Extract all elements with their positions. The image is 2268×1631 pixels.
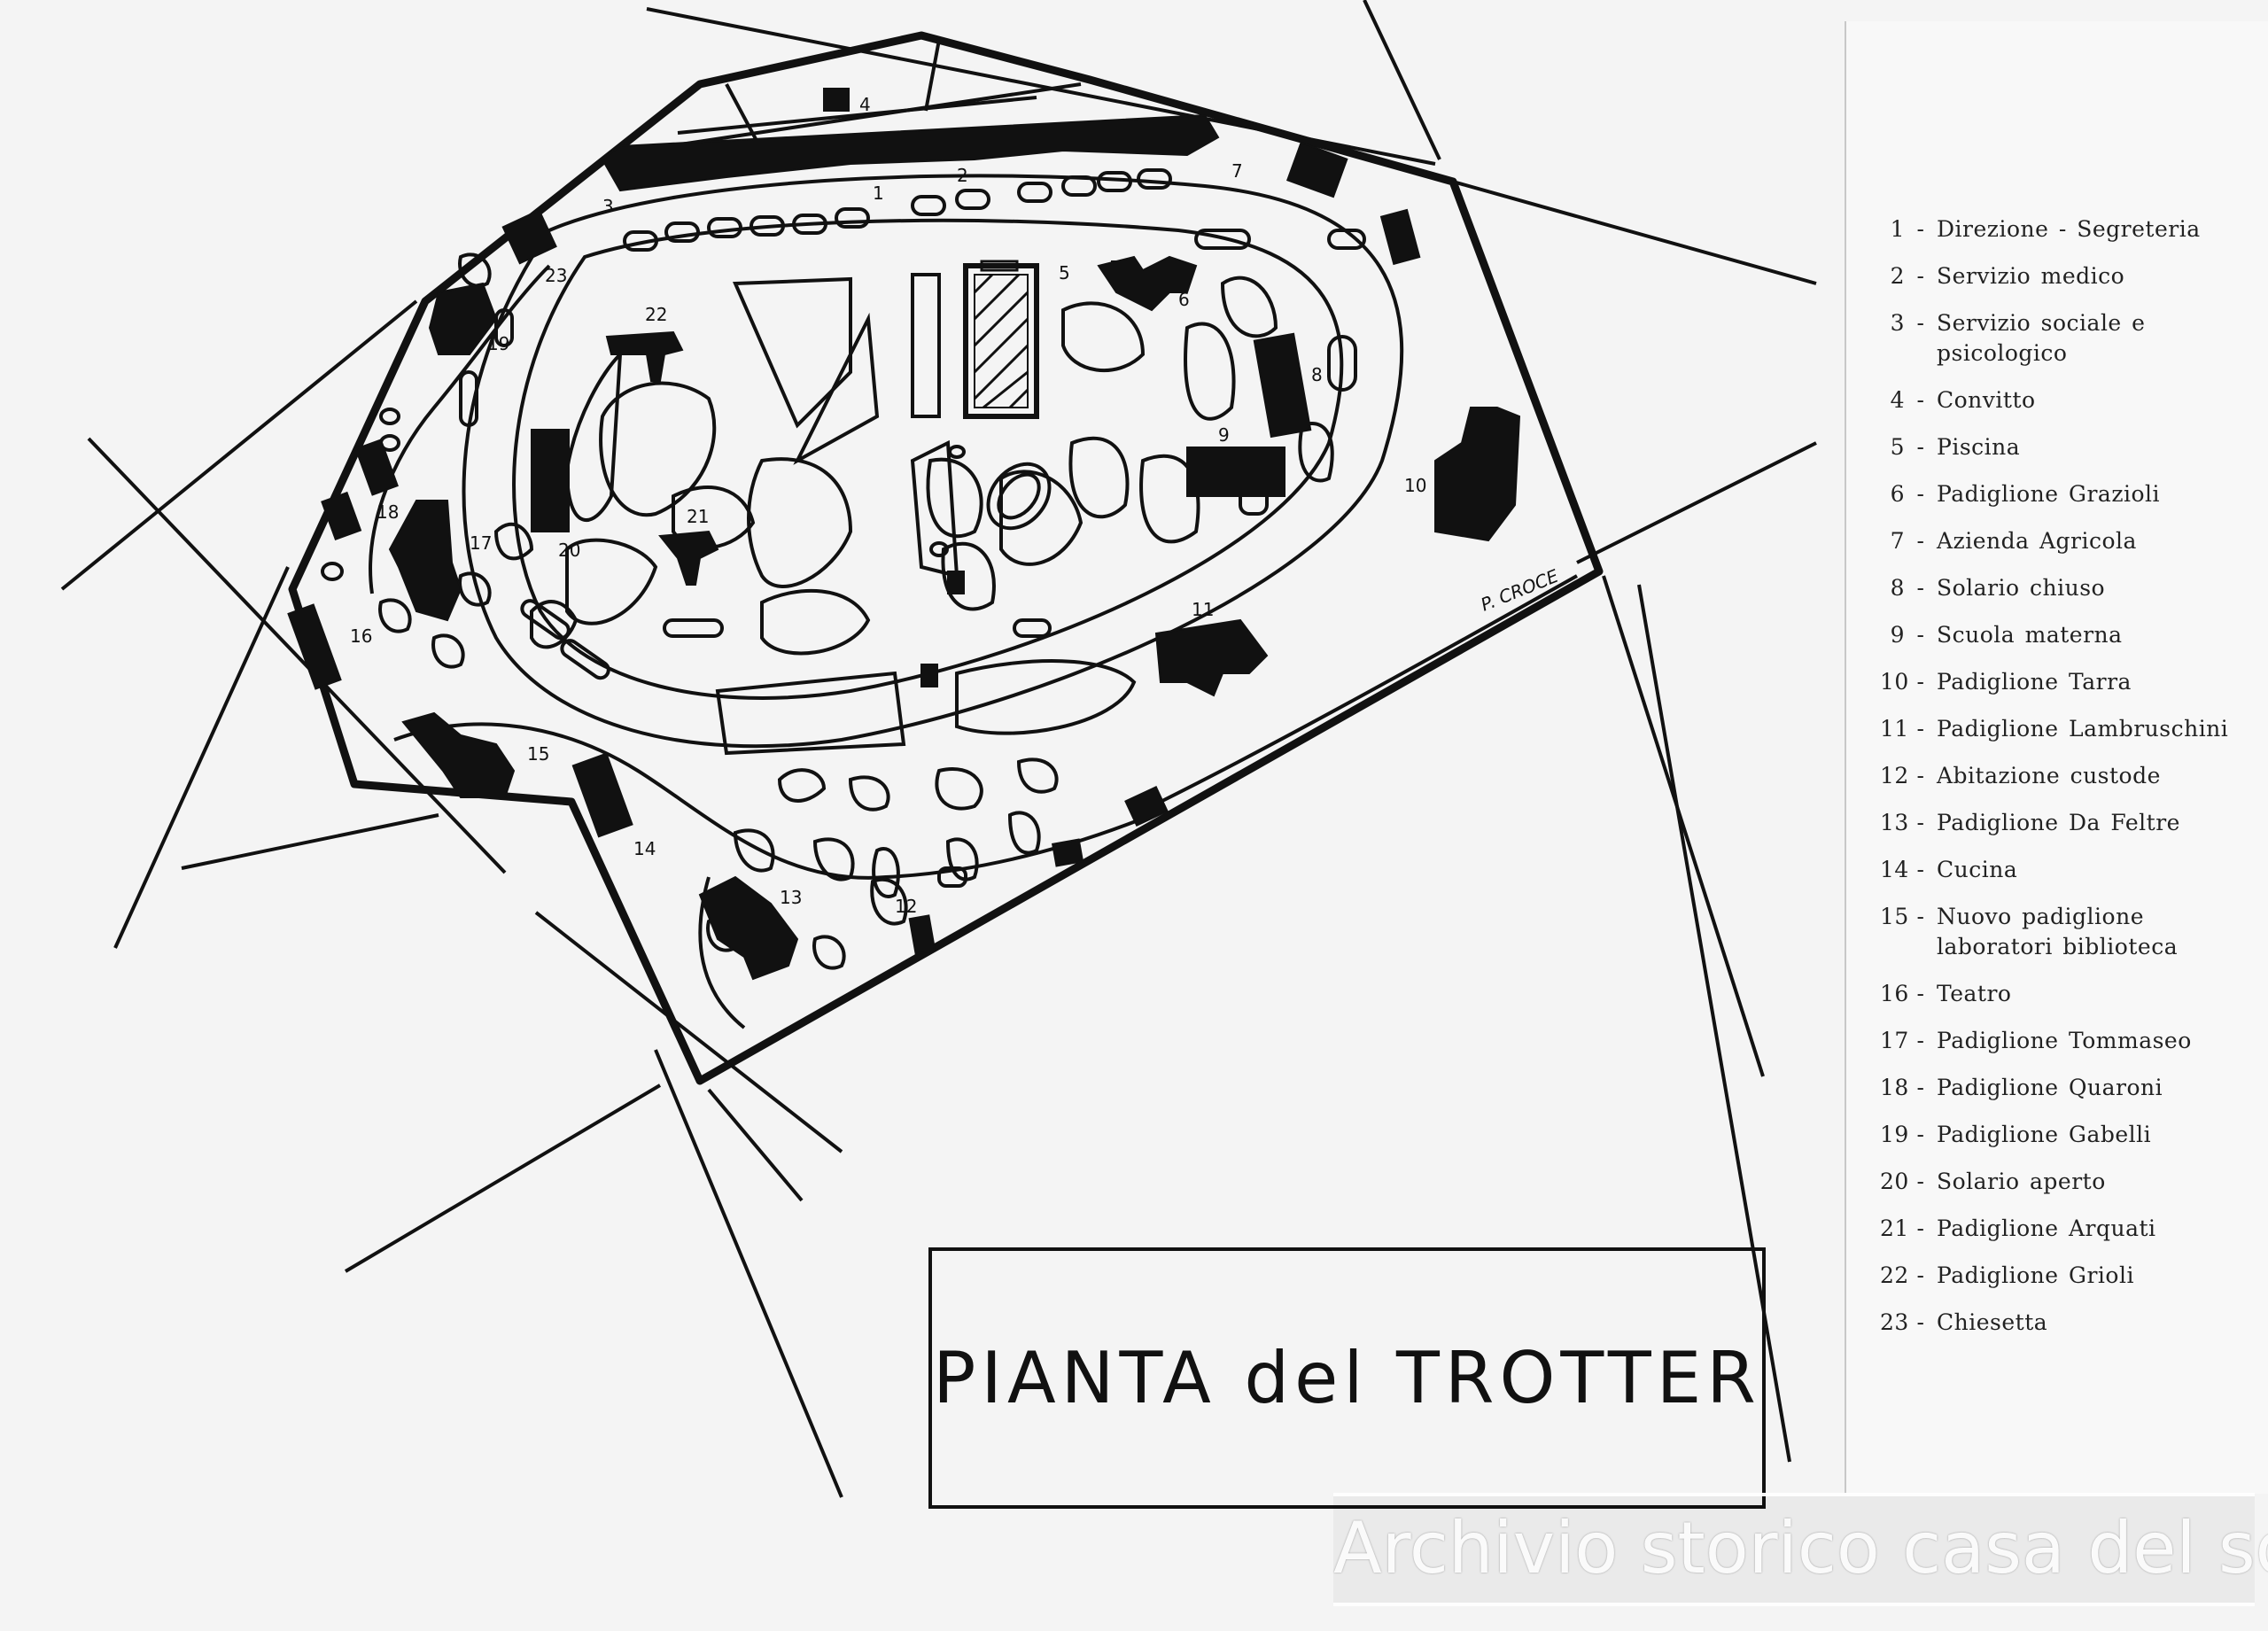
lawns bbox=[321, 229, 1366, 970]
legend-item: 6-Padiglione Grazioli bbox=[1890, 481, 2161, 507]
map-label: 16 bbox=[350, 625, 372, 647]
legend-item: 18-Padiglione Quaroni bbox=[1880, 1075, 2163, 1100]
map-label: 10 bbox=[1404, 475, 1426, 496]
ring-road-outer bbox=[462, 174, 1404, 749]
street-line bbox=[1602, 575, 1765, 1077]
garden-pads-top bbox=[623, 168, 1172, 252]
legend-item: 19-Padiglione Gabelli bbox=[1880, 1122, 2152, 1147]
legend-item: 8-Solario chiuso bbox=[1890, 575, 2106, 601]
legend-item: 4-Convitto bbox=[1890, 387, 2036, 413]
map-label: 15 bbox=[527, 743, 549, 765]
map-label: 21 bbox=[687, 506, 709, 527]
map-label: 4 bbox=[859, 94, 871, 115]
legend-item: 12-Abitazione custode bbox=[1880, 763, 2161, 788]
street-line bbox=[181, 813, 439, 870]
archive-watermark: Archivio storico casa del sole bbox=[1333, 1493, 2268, 1606]
legend-item: 13-Padiglione Da Feltre bbox=[1880, 810, 2180, 835]
building-labels: 1 2 3 4 5 6 7 8 9 10 11 12 13 14 15 16 1… bbox=[350, 94, 1426, 917]
title-box: PIANTA del TROTTER bbox=[928, 1247, 1766, 1509]
map-label: 3 bbox=[602, 196, 614, 217]
lower-path bbox=[393, 722, 1153, 880]
legend-item: 9-Scuola materna bbox=[1890, 622, 2123, 648]
map-label: 13 bbox=[780, 887, 802, 908]
street-line bbox=[534, 911, 843, 1153]
map-label: 6 bbox=[1178, 289, 1190, 310]
buildings bbox=[287, 88, 1521, 981]
map-label: 23 bbox=[545, 265, 567, 286]
legend-item: 2-Servizio medico bbox=[1890, 263, 2125, 289]
legend-list: 1-Direzione - Segreteria 2-Servizio medi… bbox=[1880, 214, 2263, 1355]
map-label: 18 bbox=[377, 501, 399, 523]
ring-road-inner bbox=[512, 218, 1344, 700]
legend-item: 20-Solario aperto bbox=[1880, 1169, 2106, 1194]
map-label: 5 bbox=[1059, 262, 1070, 283]
map-label: 22 bbox=[645, 304, 667, 325]
street-line bbox=[1363, 0, 1441, 160]
legend-panel: 1-Direzione - Segreteria 2-Servizio medi… bbox=[1845, 21, 2268, 1494]
legend-item: 3-Servizio sociale e psicologico bbox=[1890, 310, 2146, 366]
legend-item: 21-Padiglione Arquati bbox=[1880, 1215, 2156, 1241]
map-label: 2 bbox=[957, 165, 968, 186]
legend-item: 7-Azienda Agricola bbox=[1890, 528, 2137, 554]
street-lines bbox=[60, 0, 1817, 1498]
map-label: 14 bbox=[633, 838, 656, 859]
map-label: 19 bbox=[487, 333, 509, 354]
map-label: 7 bbox=[1231, 160, 1243, 182]
building-direzione bbox=[601, 113, 1220, 192]
legend-item: 5-Piscina bbox=[1890, 434, 2021, 460]
map-label: 9 bbox=[1218, 424, 1230, 446]
legend-item: 17-Padiglione Tommaseo bbox=[1880, 1028, 2192, 1053]
map-label: 8 bbox=[1311, 364, 1323, 385]
legend-item: 22-Padiglione Grioli bbox=[1880, 1262, 2134, 1288]
legend-item: 23-Chiesetta bbox=[1880, 1309, 2048, 1335]
site-perimeter bbox=[288, 31, 1604, 1085]
street-line bbox=[707, 1088, 804, 1202]
legend-item: 1-Direzione - Segreteria bbox=[1890, 216, 2201, 242]
piscina bbox=[963, 260, 1039, 419]
fountain bbox=[986, 462, 1052, 531]
legend-item: 14-Cucina bbox=[1880, 857, 2018, 882]
street-line bbox=[654, 1049, 843, 1498]
legend-item: 16-Teatro bbox=[1880, 981, 2012, 1006]
map-label: 17 bbox=[470, 532, 492, 554]
lower-path bbox=[1160, 574, 1578, 804]
map-label: 12 bbox=[895, 896, 917, 917]
legend-item: 15-Nuovo padiglione laboratori bibliotec… bbox=[1880, 904, 2179, 959]
legend-item: 10-Padiglione Tarra bbox=[1880, 669, 2132, 695]
street-line bbox=[1576, 441, 1817, 564]
street-line bbox=[60, 299, 418, 591]
street-line bbox=[87, 437, 507, 874]
street-line bbox=[1452, 180, 1817, 285]
street-line bbox=[344, 1083, 662, 1273]
map-label: 11 bbox=[1192, 599, 1214, 620]
map-label: 20 bbox=[558, 540, 580, 561]
map-title: PIANTA del TROTTER bbox=[933, 1337, 1761, 1419]
left-path bbox=[369, 264, 551, 594]
map-label: 1 bbox=[873, 183, 884, 204]
street-line bbox=[113, 566, 290, 949]
legend-item: 11-Padiglione Lambruschini bbox=[1880, 716, 2229, 742]
entrance-wedge bbox=[668, 39, 1082, 151]
